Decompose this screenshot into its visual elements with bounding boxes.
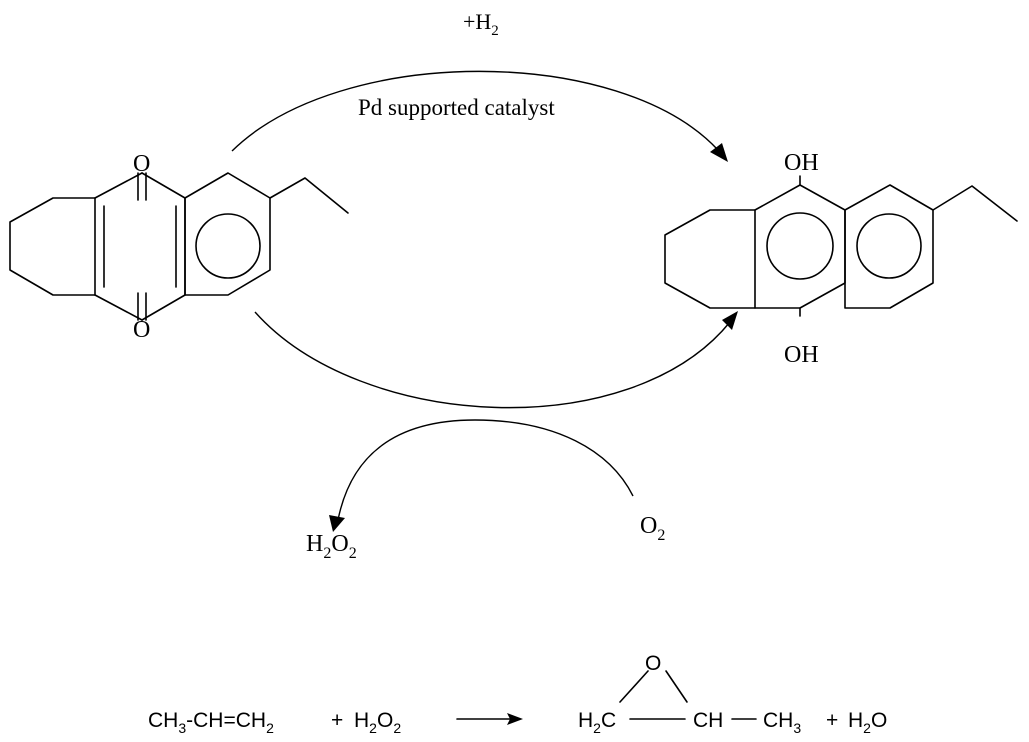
epoxide-ring-bond-right xyxy=(665,670,688,703)
oxygen-label: O2 xyxy=(640,513,665,544)
water-formula: H2O xyxy=(848,709,887,736)
peroxide-arrowhead xyxy=(329,515,345,532)
plus-sign-1: + xyxy=(331,709,343,732)
hydroquinone-top-hydroxyl: OH xyxy=(784,150,819,176)
propylene-formula: CH3-CH=CH2 xyxy=(148,709,274,736)
epoxide-oxygen: O xyxy=(645,652,661,675)
hydroquinone-bottom-hydroxyl: OH xyxy=(784,342,819,368)
quinone-bottom-oxygen: O xyxy=(133,317,150,343)
oxidation-arrow xyxy=(254,311,731,409)
oxygen-to-peroxide-arrow xyxy=(337,419,634,521)
hydrogen-reagent-label: +H2 xyxy=(463,9,499,39)
epoxide-ch2-group: H2C xyxy=(578,709,616,736)
hydrogenation-arrow xyxy=(231,70,719,152)
tetrahydro-ethylanthrahydroquinone xyxy=(664,175,1018,317)
hydrogenation-arrowhead xyxy=(710,143,728,162)
hydrogen-peroxide-formula: H2O2 xyxy=(354,709,401,736)
oxidation-arrowhead xyxy=(722,311,738,330)
catalyst-label: Pd supported catalyst xyxy=(358,95,555,120)
epoxide-ch-group: CH xyxy=(693,709,723,732)
plus-sign-2: + xyxy=(826,709,838,732)
epoxide-ring-bond-left xyxy=(619,670,649,703)
hydrogen-peroxide-label: H2O2 xyxy=(306,531,357,562)
reaction-arrowhead xyxy=(507,713,523,725)
tetrahydro-ethylanthraquinone xyxy=(9,172,349,321)
quinone-top-oxygen: O xyxy=(133,151,150,177)
epoxide-methyl-group: CH3 xyxy=(763,709,801,736)
